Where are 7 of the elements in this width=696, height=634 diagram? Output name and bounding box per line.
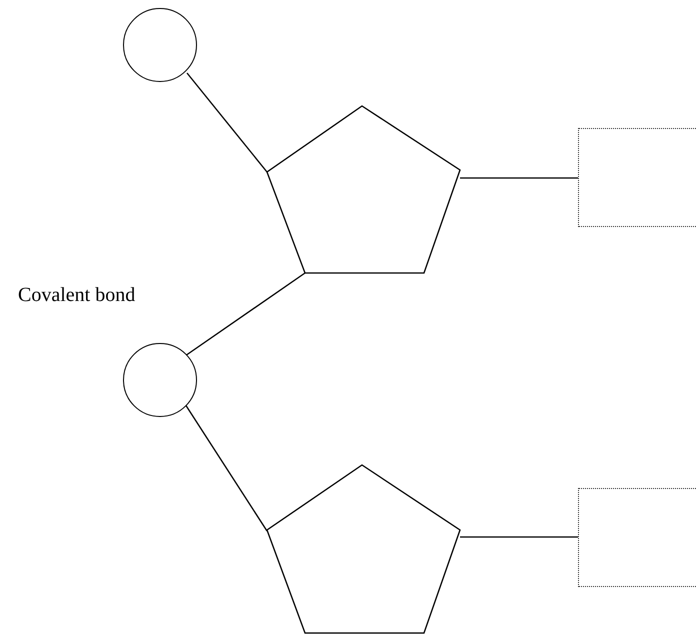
connector-line [184, 404, 268, 532]
connector-line [184, 272, 306, 357]
connector-line [460, 177, 578, 179]
connector-line [460, 536, 578, 538]
dotted-box [578, 128, 696, 227]
connector-line [186, 72, 268, 172]
dotted-box [578, 488, 696, 587]
